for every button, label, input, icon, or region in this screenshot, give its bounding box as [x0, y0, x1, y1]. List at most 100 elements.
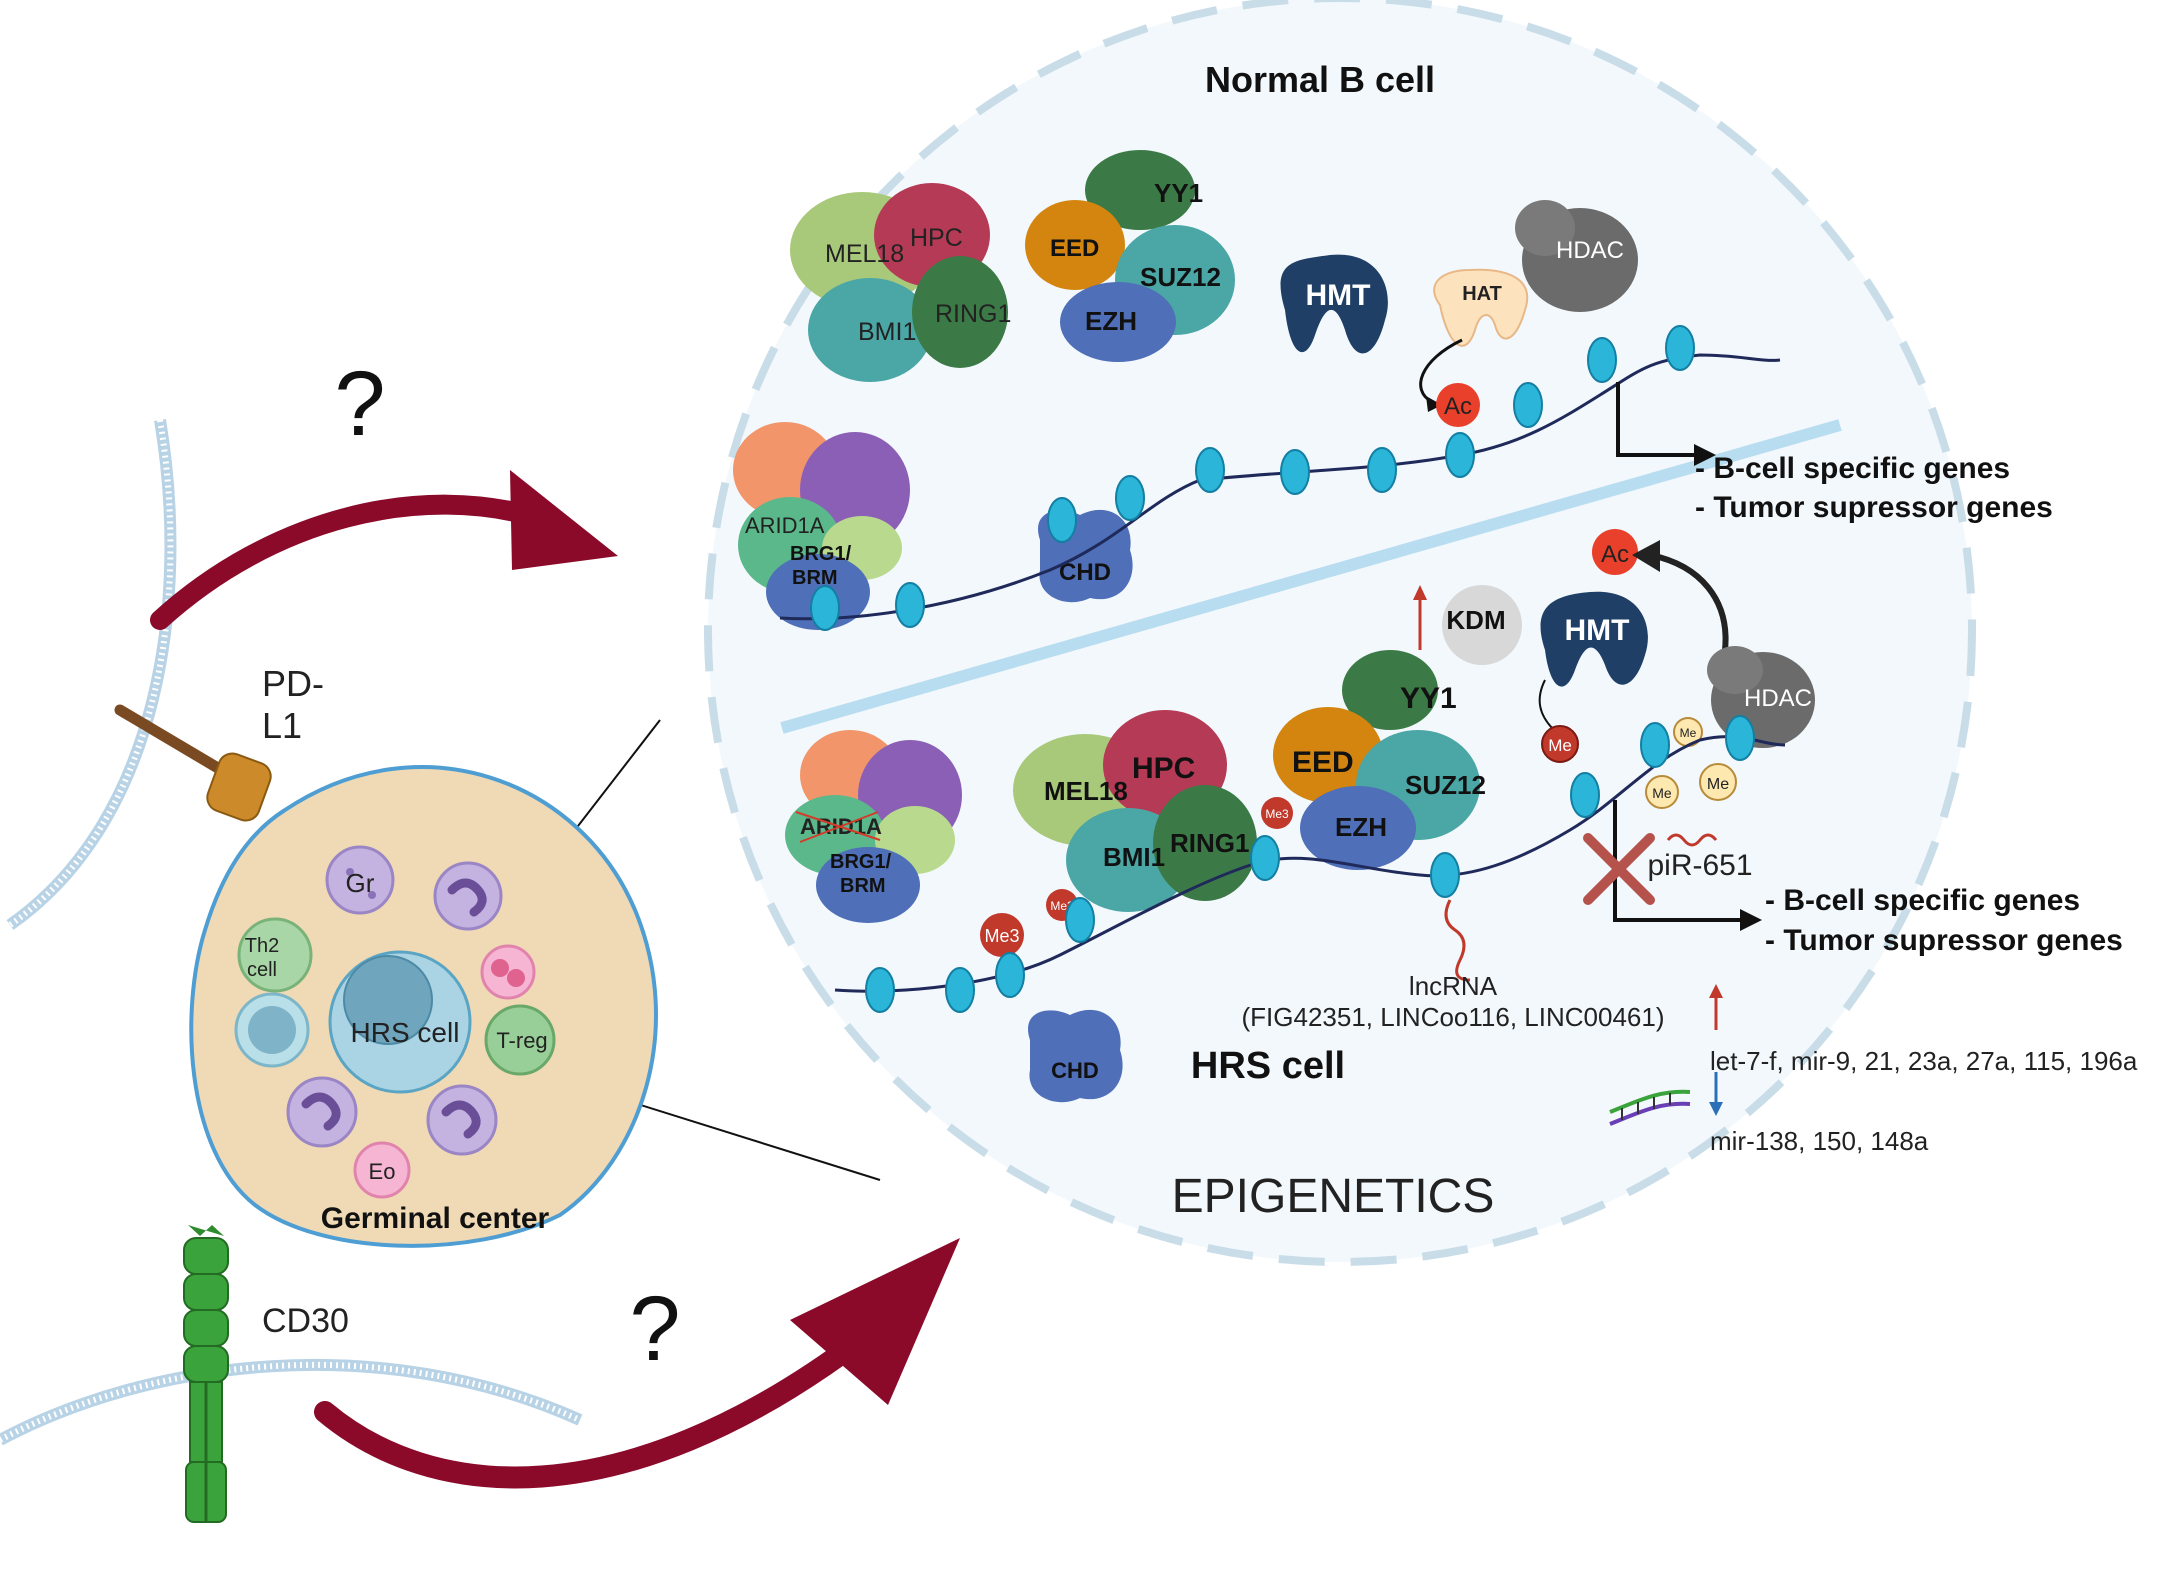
nucleosomes-hrs — [865, 715, 1755, 1013]
me-mark-hmt — [1541, 725, 1579, 763]
normal-gene-1: - B-cell specific genes — [1695, 452, 2010, 485]
hdac-normal: HDAC — [1556, 237, 1624, 264]
brg1-normal-line1: BRG1/ — [790, 543, 852, 565]
th2-label-line2: cell — [247, 959, 277, 981]
brg1-hrs-line2: BRM — [840, 875, 886, 897]
normal-gene-2: - Tumor supressor genes — [1695, 491, 2053, 524]
me-small-3: Me — [1707, 776, 1729, 793]
eosinophil-cell — [353, 1141, 411, 1199]
prc2-complex-normal — [1025, 150, 1235, 362]
pirna-icon — [1666, 833, 1718, 847]
hat-label: HAT — [1462, 283, 1502, 305]
me-small-2: Me — [1652, 785, 1672, 801]
me3-mark-1 — [1261, 797, 1293, 829]
hat-arrow — [1419, 338, 1463, 404]
lncrna-label-line2: (FIG42351, LINCoo116, LINC00461) — [1242, 1002, 1665, 1032]
transcription-arrow-normal — [1616, 382, 1700, 457]
nucleosomes-normal — [810, 325, 1695, 631]
hmt-me-arrow — [1538, 679, 1553, 729]
ezh-normal: EZH — [1085, 306, 1137, 336]
granulocyte-cell — [325, 845, 395, 915]
lncrna-icon — [1444, 899, 1471, 982]
brg1-normal-line2: BRM — [792, 567, 838, 589]
mirna-duplex-icon — [1609, 1089, 1691, 1126]
lower-question-mark: ? — [629, 1278, 680, 1380]
upper-cell-membrane — [6, 419, 177, 930]
me3-mark-3 — [980, 913, 1024, 957]
hrs-cell-gc — [328, 950, 472, 1094]
suz12-normal: SUZ12 — [1140, 262, 1221, 292]
brg1-hrs-line1: BRG1/ — [830, 851, 892, 873]
gr-label: Gr — [346, 868, 375, 898]
ezh-hrs: EZH — [1335, 812, 1387, 842]
lower-red-arrow — [314, 1238, 960, 1489]
hpc-normal: HPC — [910, 224, 963, 252]
small-lymphocyte — [234, 992, 310, 1068]
me-hmt-label: Me — [1548, 736, 1572, 755]
treg-cell — [484, 1004, 556, 1076]
mel18-hrs: MEL18 — [1044, 776, 1128, 806]
suz12-hrs: SUZ12 — [1405, 770, 1486, 800]
kdm-enzyme — [1442, 585, 1522, 665]
cd30-receptor — [183, 1225, 229, 1523]
th2-cell — [237, 917, 313, 993]
mel18-normal: MEL18 — [825, 240, 904, 268]
mir-up-label: let-7-f, mir-9, 21, 23a, 27a, 115, 196a — [1710, 1046, 2138, 1076]
hdac-hrs: HDAC — [1744, 685, 1812, 712]
cd30-label: CD30 — [262, 1302, 349, 1340]
arid1a-loss-mark — [795, 811, 881, 843]
eed-normal: EED — [1050, 235, 1099, 262]
bmi1-normal: BMI1 — [858, 318, 916, 346]
kdm-label: KDM — [1446, 605, 1505, 635]
eo-label: Eo — [369, 1159, 396, 1184]
lncrna-label-line1: lncRNA — [1409, 971, 1498, 1001]
pdl1-receptor — [114, 704, 272, 822]
blocked-transcription-x — [1583, 833, 1655, 905]
eosinophil-right — [480, 944, 536, 1000]
hmt-hrs: HMT — [1565, 614, 1630, 647]
ac-mark-hrs — [1592, 529, 1638, 575]
ac-hrs: Ac — [1601, 541, 1629, 568]
eed-hrs: EED — [1292, 746, 1354, 779]
prc2-complex-hrs — [1273, 650, 1480, 870]
hdac-ac-arrow — [1649, 552, 1729, 651]
yy1-hrs: YY1 — [1400, 682, 1457, 715]
swi-snf-complex-normal — [733, 422, 910, 630]
divider-line — [780, 419, 1842, 734]
hdac-enzyme-normal — [1515, 200, 1638, 312]
epigenetics-cell — [708, 0, 1972, 1262]
pir-651-label: piR-651 — [1647, 849, 1752, 882]
me3-label-1: Me3 — [1265, 807, 1289, 821]
pdl1-label-line1: PD- — [262, 663, 324, 704]
chd-hrs: CHD — [1051, 1058, 1099, 1083]
chd-complex-hrs — [1028, 1009, 1123, 1103]
neutrophil-top — [433, 861, 503, 931]
normal-b-cell-title: Normal B cell — [1205, 59, 1435, 100]
upper-question-mark: ? — [334, 353, 385, 455]
hrs-gene-2: - Tumor supressor genes — [1765, 924, 2123, 957]
arid1a-normal: ARID1A — [745, 513, 825, 538]
neutrophil-left — [286, 1076, 358, 1148]
ring1-hrs: RING1 — [1170, 828, 1249, 858]
bmi1-hrs: BMI1 — [1103, 842, 1165, 872]
hpc-hrs: HPC — [1132, 752, 1195, 785]
hmt-enzyme-normal — [1280, 254, 1388, 354]
neutrophil-bottom — [426, 1084, 498, 1156]
hrs-cell-title: HRS cell — [1191, 1045, 1345, 1087]
hrs-gene-1: - B-cell specific genes — [1765, 884, 2080, 917]
treg-label: T-reg — [496, 1028, 547, 1053]
me-small-1: Me — [1680, 726, 1697, 740]
epigenetics-cell-border — [704, 0, 1976, 1266]
prc1-complex-normal — [790, 183, 1008, 382]
hmt-enzyme-hrs — [1540, 591, 1648, 687]
hrs-cell-gc-label: HRS cell — [351, 1017, 460, 1048]
epigenetics-title: EPIGENETICS — [1172, 1170, 1495, 1223]
transcription-arrow-hrs — [1613, 800, 1745, 922]
swi-snf-complex-hrs — [785, 730, 962, 923]
ring1-normal: RING1 — [935, 300, 1011, 328]
chromatin-fiber-hrs — [834, 735, 1786, 993]
yy1-normal: YY1 — [1154, 178, 1203, 208]
chd-normal: CHD — [1059, 559, 1111, 586]
